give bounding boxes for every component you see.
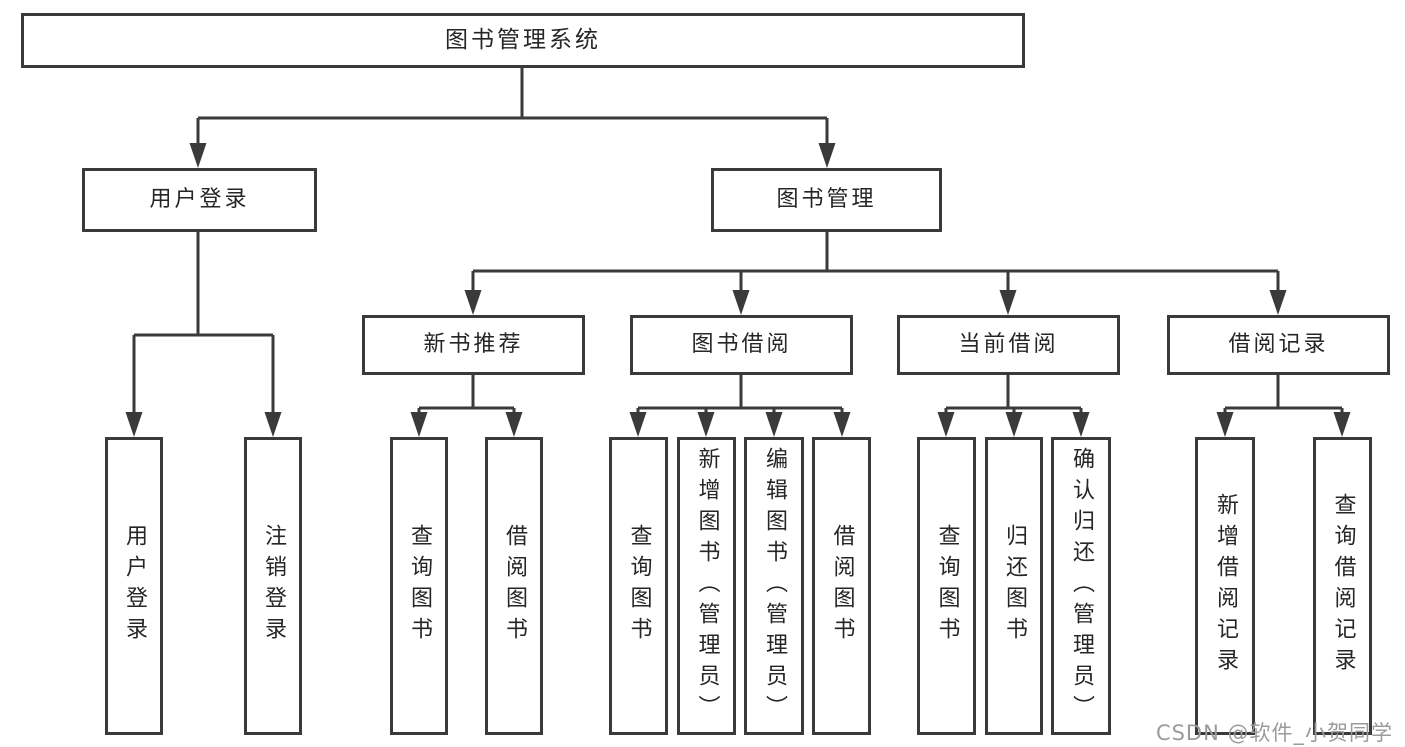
- node-leaf-query-book-recommend: 查询图书: [390, 437, 448, 735]
- arrowhead: [264, 412, 282, 437]
- node-leaf-logout: 注销登录: [244, 437, 302, 735]
- arrowhead: [697, 412, 715, 437]
- arrowhead: [125, 412, 143, 437]
- node-book-borrow: 图书借阅: [630, 315, 853, 375]
- arrowhead: [189, 143, 207, 168]
- arrowhead: [505, 412, 523, 437]
- connector-bookmgmt-to-level3: [471, 232, 1280, 295]
- node-leaf-edit-book-admin: 编辑图书（管理员）: [744, 437, 804, 735]
- arrowhead: [937, 412, 955, 437]
- connector-userlogin-to-leaves: [132, 232, 275, 420]
- arrowhead: [464, 290, 482, 315]
- node-current-borrow: 当前借阅: [897, 315, 1120, 375]
- node-leaf-query-book-borrow: 查询图书: [609, 437, 668, 735]
- node-leaf-confirm-return-admin: 确认归还（管理员）: [1051, 437, 1111, 735]
- arrowhead: [1072, 412, 1090, 437]
- arrowhead: [1216, 412, 1234, 437]
- arrowhead: [1269, 290, 1287, 315]
- csdn-watermark: CSDN @软件_小贺同学: [1155, 721, 1393, 745]
- arrowhead: [1333, 412, 1351, 437]
- node-book-management: 图书管理: [711, 168, 942, 232]
- node-leaf-return-book: 归还图书: [985, 437, 1043, 735]
- arrowhead: [999, 290, 1017, 315]
- node-leaf-user-login: 用户登录: [105, 437, 163, 735]
- arrowhead: [629, 412, 647, 437]
- node-leaf-borrow-book-recommend: 借阅图书: [485, 437, 543, 735]
- node-borrow-record: 借阅记录: [1167, 315, 1390, 375]
- arrowhead: [765, 412, 783, 437]
- node-leaf-query-borrow-record: 查询借阅记录: [1313, 437, 1372, 735]
- node-leaf-add-borrow-record: 新增借阅记录: [1195, 437, 1255, 735]
- arrowhead: [1005, 412, 1023, 437]
- arrowhead: [410, 412, 428, 437]
- node-library-management-system: 图书管理系统: [21, 13, 1025, 68]
- node-leaf-add-book-admin: 新增图书（管理员）: [677, 437, 736, 735]
- connector-record-to-leaves: [1223, 375, 1344, 420]
- connector-borrow-to-leaves: [636, 375, 844, 420]
- arrowhead: [732, 290, 750, 315]
- node-new-book-recommend: 新书推荐: [362, 315, 585, 375]
- connector-root-to-level2: [196, 68, 829, 148]
- arrowhead: [833, 412, 851, 437]
- node-leaf-borrow-book: 借阅图书: [812, 437, 871, 735]
- node-leaf-query-book-current: 查询图书: [917, 437, 976, 735]
- arrowhead: [818, 143, 836, 168]
- connector-recommend-to-leaves: [417, 375, 516, 420]
- node-user-login: 用户登录: [82, 168, 317, 232]
